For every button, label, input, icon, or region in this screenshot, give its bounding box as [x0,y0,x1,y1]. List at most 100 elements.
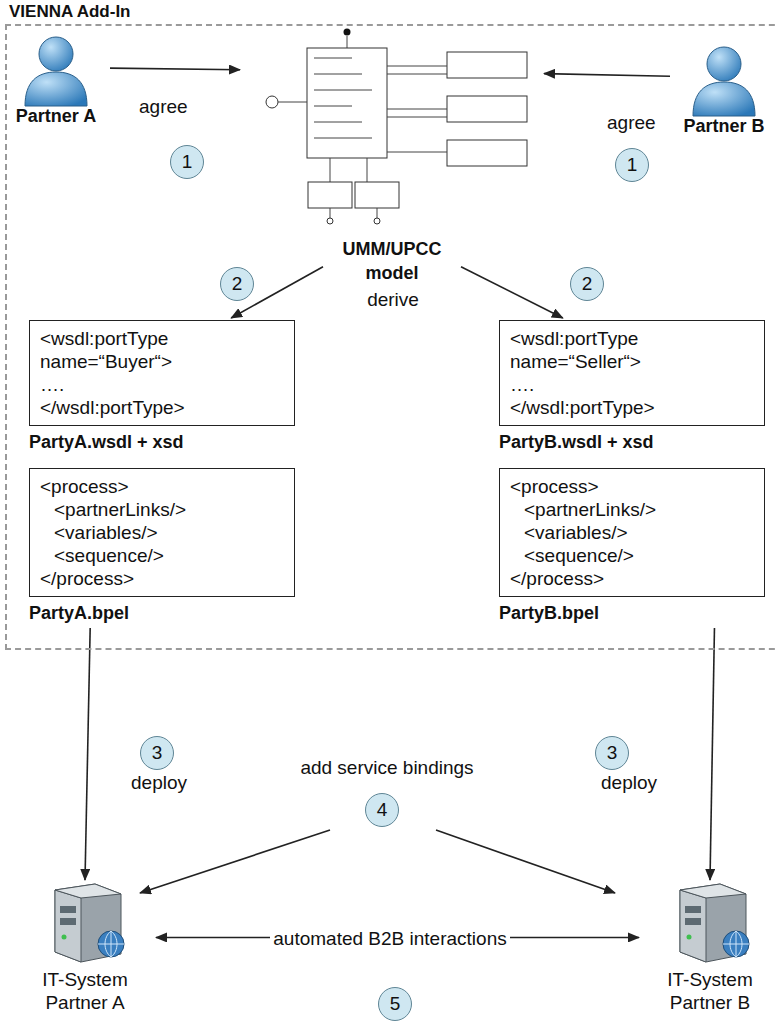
connector-arrow [110,68,240,70]
callout-number: 2 [570,267,604,301]
file-name: PartyA.bpel [29,603,295,624]
code-text: <process> <partnerLinks/> <variables/> <… [510,475,754,590]
code-node: <process> <partnerLinks/> <variables/> <… [499,468,765,624]
uml-line [347,36,348,48]
code-line: <sequence/> [510,544,754,567]
person-head [39,37,73,71]
server-front [55,890,81,962]
code-line: </wsdl:portType> [510,396,754,419]
uml-line [314,106,352,107]
code-node: <wsdl:portType name=“Buyer“> …. </wsdl:p… [29,320,295,453]
code-node: <process> <partnerLinks/> <variables/> <… [29,468,295,624]
uml-line [314,58,352,59]
globe [723,931,749,957]
server-top [55,884,121,898]
uml-box [355,182,399,208]
uml-port [374,218,380,224]
code-line: name=“Seller“> [510,350,754,373]
server-top [680,884,746,898]
callout-number: 3 [140,736,174,770]
connector-arrow [85,628,90,880]
code-box: <wsdl:portType name=“Seller“> …. </wsdl:… [499,320,765,426]
person-body [25,72,87,106]
person-head [707,47,741,81]
code-text: <wsdl:portType name=“Buyer“> …. </wsdl:p… [40,327,284,419]
binding-arrow [436,830,615,893]
uml-box [447,52,527,78]
model-name: UMM/UPCC model [327,237,457,285]
server-node: IT-System Partner B [645,882,775,1014]
partner-name: Partner A [6,106,106,127]
code-line: …. [40,373,284,396]
person-body [693,82,755,116]
code-line: <process> [40,475,284,498]
code-line: <variables/> [40,521,284,544]
uml-box [447,96,527,122]
code-line: …. [510,373,754,396]
model-illustration [242,24,542,229]
person-node: Partner A [6,32,106,127]
edge-label: agree [604,112,659,134]
callout-number: 2 [220,267,254,301]
code-line: <wsdl:portType [40,327,284,350]
initial-node [344,29,351,36]
edge-label: deploy [598,772,660,794]
code-line: </process> [40,567,284,590]
callout-number: 5 [378,987,412,1021]
callout-number: 3 [595,736,629,770]
uml-port [327,218,333,224]
code-box: <process> <partnerLinks/> <variables/> <… [499,468,765,597]
code-line: <sequence/> [40,544,284,567]
edge-label: automated B2B interactions [270,928,509,950]
code-line: </wsdl:portType> [40,396,284,419]
callout-number: 1 [615,148,649,182]
person-icon [19,32,93,106]
uml-line [314,122,362,123]
edge-label: agree [136,96,191,118]
globe-lines [98,931,124,957]
code-box: <process> <partnerLinks/> <variables/> <… [29,468,295,597]
person-icon [687,42,761,116]
drive-bay [685,918,701,925]
free-label: add service bindings [297,757,476,779]
connector-arrow [461,267,563,318]
uml-line [314,74,362,75]
uml-actor [266,96,278,108]
uml-line [330,158,367,182]
uml-box [307,48,387,158]
code-line: name=“Buyer“> [40,350,284,373]
globe [98,931,124,957]
uml-box [447,140,527,166]
code-line: <partnerLinks/> [510,498,754,521]
status-led [687,935,692,940]
code-line: <process> [510,475,754,498]
system-name: IT-System Partner B [655,968,765,1014]
partner-name: Partner B [674,116,774,137]
code-box: <wsdl:portType name=“Buyer“> …. </wsdl:p… [29,320,295,426]
code-line: <partnerLinks/> [40,498,284,521]
server-node: IT-System Partner A [20,882,150,1014]
code-text: <process> <partnerLinks/> <variables/> <… [40,475,284,590]
addin-region: VIENNA Add-InPartner AUMM/UPCC modelPart… [5,24,777,650]
region-title: VIENNA Add-In [9,2,131,22]
drive-bay [60,906,76,913]
callout-number: 4 [365,793,399,827]
code-line: <wsdl:portType [510,327,754,350]
status-led [62,935,67,940]
uml-line [314,138,372,139]
file-name: PartyB.bpel [499,603,765,624]
file-name: PartyB.wsdl + xsd [499,432,765,453]
globe-lines [723,931,749,957]
uml-line [278,102,307,103]
uml-box [308,182,352,208]
uml-line [314,90,372,91]
connector-arrow [710,628,714,880]
code-line: </process> [510,567,754,590]
drive-bay [685,906,701,913]
model-node: UMM/UPCC model [242,24,542,285]
uml-line [387,74,447,117]
free-label: derive [364,289,422,311]
connector-arrow [544,74,670,77]
uml-line [387,66,447,152]
